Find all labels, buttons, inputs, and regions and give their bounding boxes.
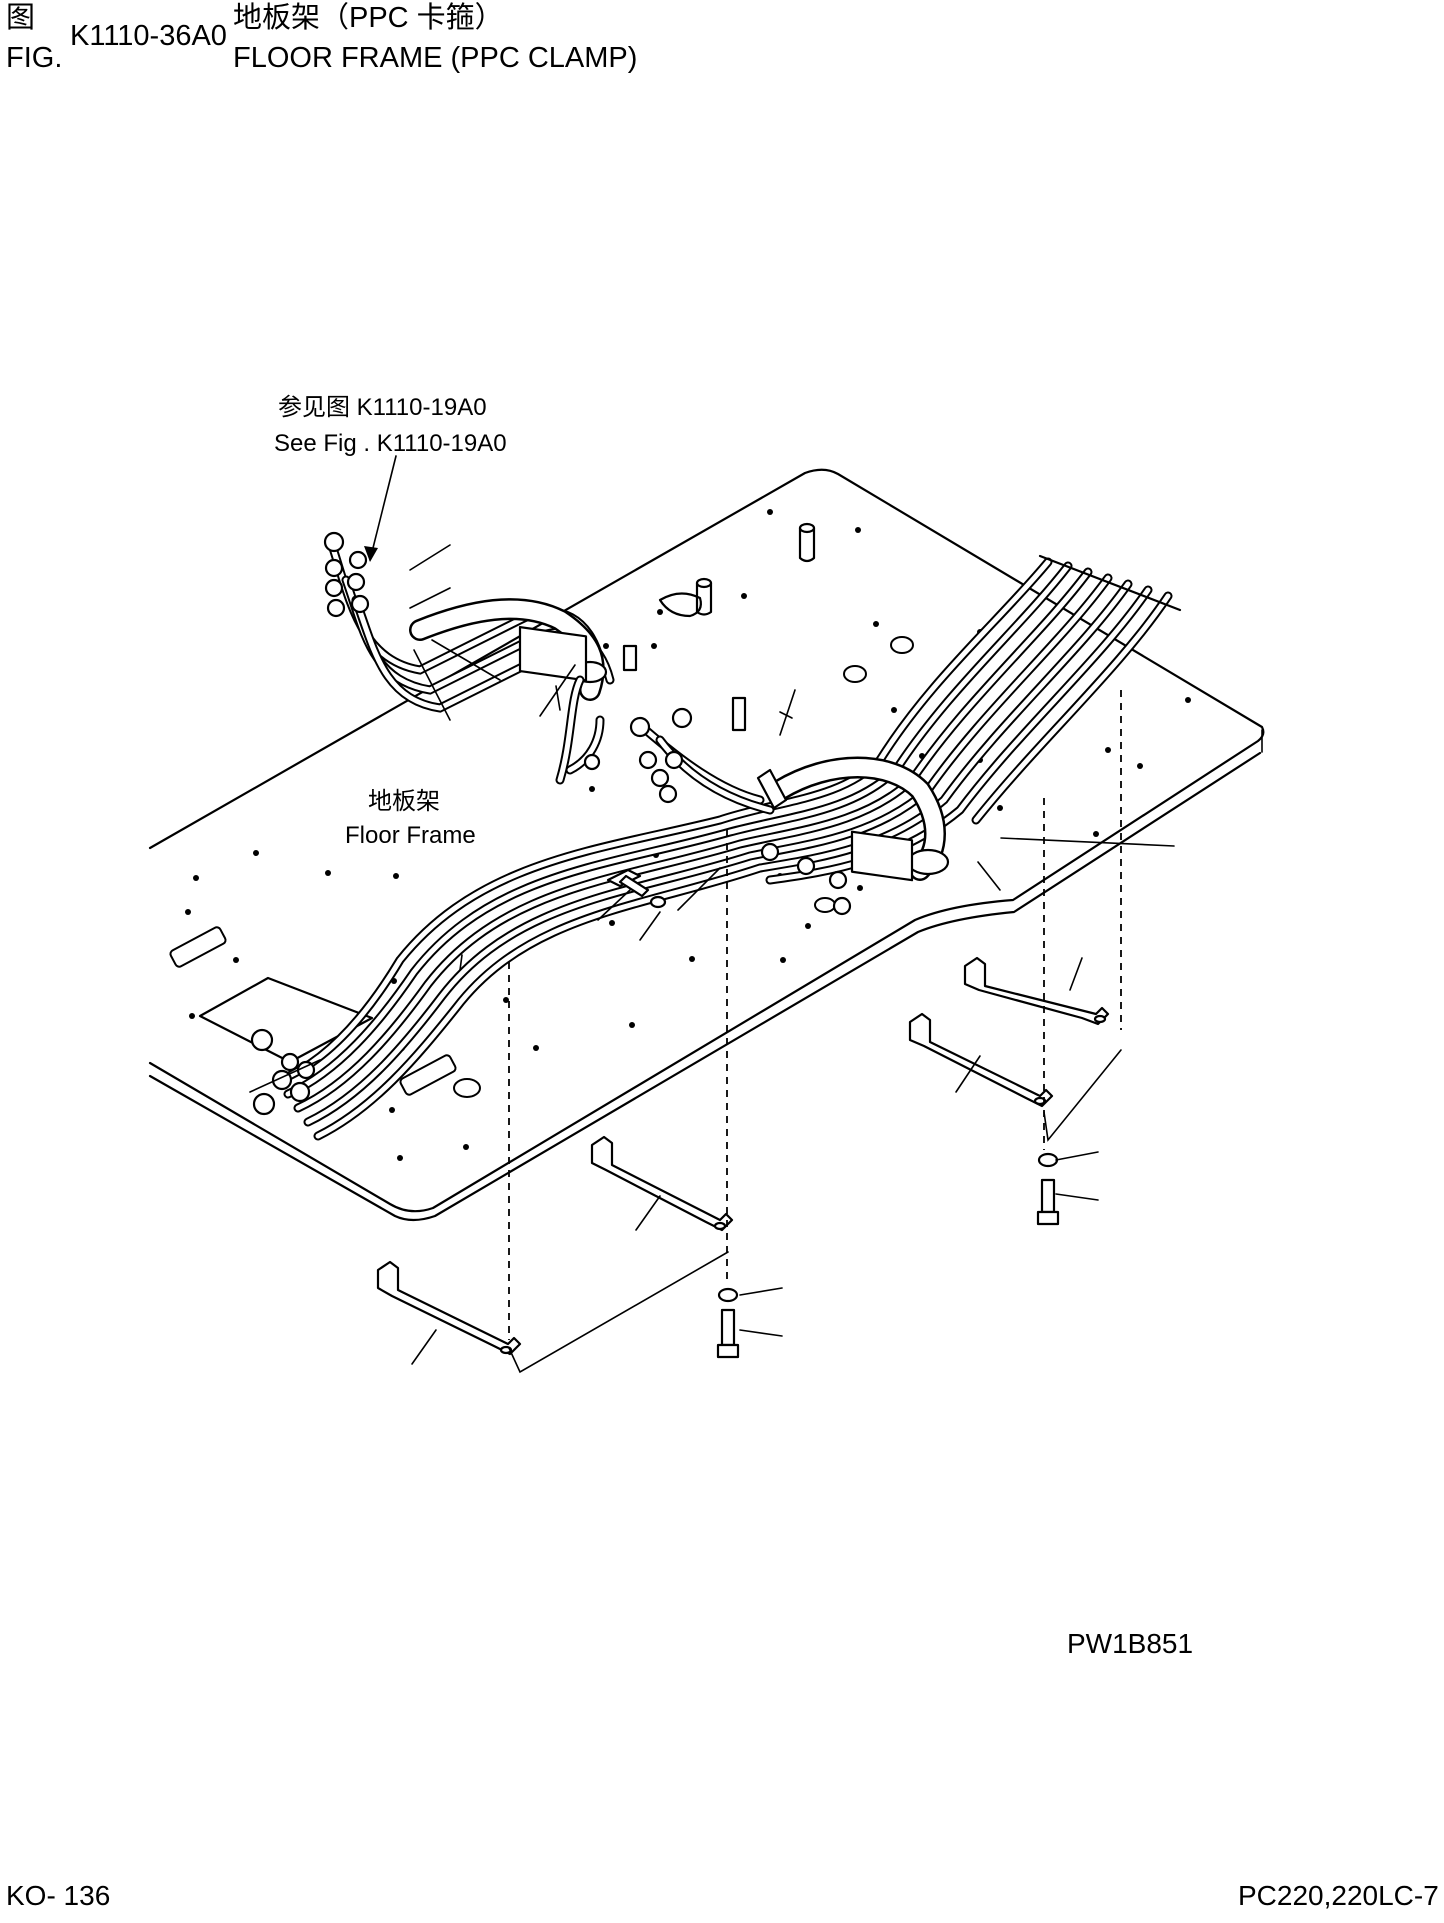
center-fittings [555,675,852,916]
clamps [376,956,1110,1356]
floor-frame-label-cn: 地板架 [368,788,440,815]
lower-bolts [716,1152,1060,1359]
elbow-pipe-right [769,756,950,882]
elbow-pipe-left [409,598,608,701]
plate-bolt-washer [606,868,667,909]
fig-label-en: FIG. [6,42,63,74]
leader-lines [364,455,1175,1365]
title-en: FLOOR FRAME (PPC CLAMP) [233,42,638,74]
title-cn: 地板架（PPC 卡箍） [233,2,504,34]
fig-number: K1110-36A0 [70,20,227,52]
plate-studs [622,522,816,732]
assembly-lines [508,690,1122,1374]
floor-frame-plate [148,468,1265,1222]
reference-note-en: See Fig . K1110-19A0 [274,430,507,457]
ppc-hose-bundle [275,554,1182,1141]
front-fittings [249,1028,321,1116]
model-number: PC220,220LC-7 [1238,1880,1439,1911]
reference-note-cn: 参见图 K1110-19A0 [278,394,487,421]
drawing-code: PW1B851 [1067,1628,1194,1659]
floor-frame-label-en: Floor Frame [345,822,476,849]
page-number: KO- 136 [6,1880,111,1911]
fig-label-cn: 图 [6,2,36,34]
